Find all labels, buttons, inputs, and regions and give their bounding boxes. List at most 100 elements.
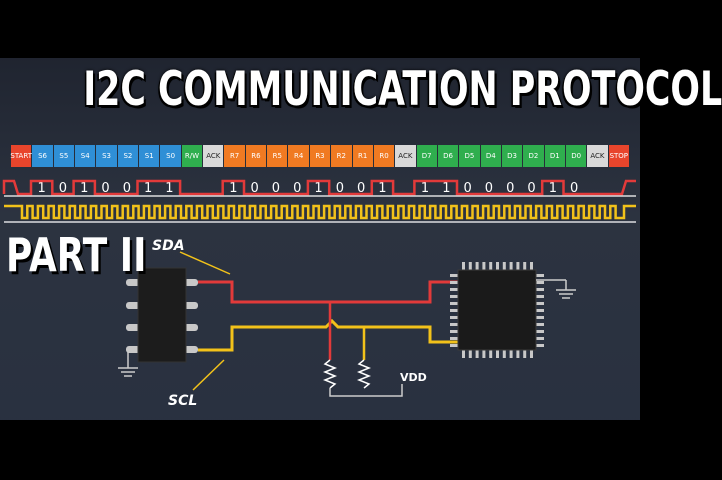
mcu-ground-symbol bbox=[536, 279, 576, 299]
frame-cell: S6 bbox=[32, 145, 53, 167]
frame-cell: ACK bbox=[395, 145, 416, 167]
qfp-pin bbox=[468, 262, 472, 270]
frame-cell: R6 bbox=[245, 145, 267, 167]
frame-cell: D5 bbox=[459, 145, 480, 167]
qfp-pin bbox=[536, 323, 544, 326]
frame-cell: D4 bbox=[480, 145, 501, 167]
qfp-pin bbox=[516, 262, 520, 270]
frame-cell: D7 bbox=[416, 145, 437, 167]
vdd-rail bbox=[329, 384, 403, 397]
qfp-pin bbox=[536, 309, 544, 312]
qfp-pin bbox=[536, 316, 544, 319]
frame-cell: S2 bbox=[117, 145, 139, 167]
qfp-pin bbox=[450, 323, 458, 326]
bit-label: 0 bbox=[272, 181, 280, 196]
frame-cell: S5 bbox=[53, 145, 75, 167]
qfp-pin bbox=[475, 350, 479, 358]
bit-label: 0 bbox=[123, 181, 131, 196]
frame-cell: R4 bbox=[288, 145, 309, 167]
frame-cell: D2 bbox=[523, 145, 544, 167]
eeprom-chip bbox=[126, 267, 198, 363]
ground-symbol bbox=[118, 352, 138, 377]
qfp-pin bbox=[450, 316, 458, 319]
qfp-pin bbox=[489, 262, 493, 270]
scl-label: SCL bbox=[168, 393, 198, 409]
scl-waveform bbox=[4, 204, 636, 220]
qfp-pin bbox=[450, 288, 458, 291]
qfp-pin bbox=[496, 350, 499, 358]
qfp-pin bbox=[502, 262, 506, 270]
frame-cell: S4 bbox=[75, 145, 96, 167]
frame-cell: S3 bbox=[96, 145, 117, 167]
frame-cell: D0 bbox=[565, 145, 587, 167]
qfp-pin bbox=[450, 330, 458, 333]
bit-label: 1 bbox=[378, 181, 386, 196]
qfp-pin bbox=[536, 344, 544, 347]
bit-label: 0 bbox=[293, 181, 301, 196]
qfp-pin bbox=[450, 281, 458, 284]
frame-cell: R1 bbox=[352, 145, 373, 167]
qfp-pin bbox=[523, 350, 527, 358]
bit-label: 0 bbox=[357, 181, 365, 196]
bit-label: 1 bbox=[38, 181, 46, 196]
bit-label: 1 bbox=[229, 181, 237, 196]
qfp-pin bbox=[450, 302, 458, 305]
bit-label: 0 bbox=[59, 181, 67, 196]
bit-label: 1 bbox=[549, 181, 557, 196]
bit-label: 0 bbox=[251, 181, 259, 196]
sda-waveform bbox=[2, 179, 636, 196]
bit-label: 1 bbox=[421, 181, 429, 196]
bit-label: 1 bbox=[165, 181, 173, 196]
frame-cell: D6 bbox=[437, 145, 459, 167]
qfp-pin bbox=[530, 262, 533, 270]
qfp-pin bbox=[523, 262, 527, 270]
top-letterbox bbox=[0, 0, 640, 58]
vdd-label: VDD bbox=[400, 371, 427, 384]
qfp-pin bbox=[482, 262, 486, 270]
qfp-pin bbox=[536, 330, 544, 333]
qfp-pin bbox=[496, 262, 499, 270]
bit-label: 0 bbox=[527, 181, 535, 196]
bit-label: 0 bbox=[464, 181, 472, 196]
frame-cell: ACK bbox=[203, 145, 224, 167]
qfp-pin bbox=[509, 262, 513, 270]
frame-cell: R/W bbox=[181, 145, 203, 167]
qfp-pin bbox=[502, 350, 506, 358]
part-label: PART II bbox=[6, 228, 147, 282]
frame-cell: R5 bbox=[267, 145, 288, 167]
qfp-pin bbox=[536, 281, 544, 284]
microcontroller-chip bbox=[450, 262, 544, 358]
qfp-pin bbox=[536, 288, 544, 291]
bit-label: 1 bbox=[144, 181, 152, 196]
frame-cell: S1 bbox=[139, 145, 160, 167]
qfp-pin bbox=[450, 295, 458, 298]
qfp-pin bbox=[482, 350, 486, 358]
scl-label-leader bbox=[192, 359, 225, 391]
bit-label: 0 bbox=[485, 181, 493, 196]
frame-cell: R3 bbox=[309, 145, 331, 167]
qfp-pin bbox=[450, 309, 458, 312]
frame-cell: ACK bbox=[587, 145, 608, 167]
qfp-pin bbox=[450, 337, 458, 340]
bit-label: 1 bbox=[442, 181, 450, 196]
qfp-pin bbox=[509, 350, 513, 358]
frame-cell: S0 bbox=[160, 145, 181, 167]
frame-cell: R2 bbox=[331, 145, 352, 167]
frame-cell: D3 bbox=[501, 145, 523, 167]
scl-pullup-resistor bbox=[356, 359, 372, 389]
frame-cell: R0 bbox=[373, 145, 395, 167]
qfp-pin bbox=[530, 350, 533, 358]
bottom-letterbox bbox=[0, 420, 640, 480]
qfp-pin bbox=[536, 337, 544, 340]
scl-trace bbox=[198, 318, 458, 352]
sda-pullup-resistor bbox=[322, 359, 338, 389]
qfp-pin bbox=[462, 262, 465, 270]
bit-label: 0 bbox=[570, 181, 578, 196]
bit-label: 0 bbox=[336, 181, 344, 196]
qfp-pin bbox=[536, 295, 544, 298]
sda-label-leader bbox=[179, 251, 231, 275]
qfp-pin bbox=[450, 274, 458, 277]
